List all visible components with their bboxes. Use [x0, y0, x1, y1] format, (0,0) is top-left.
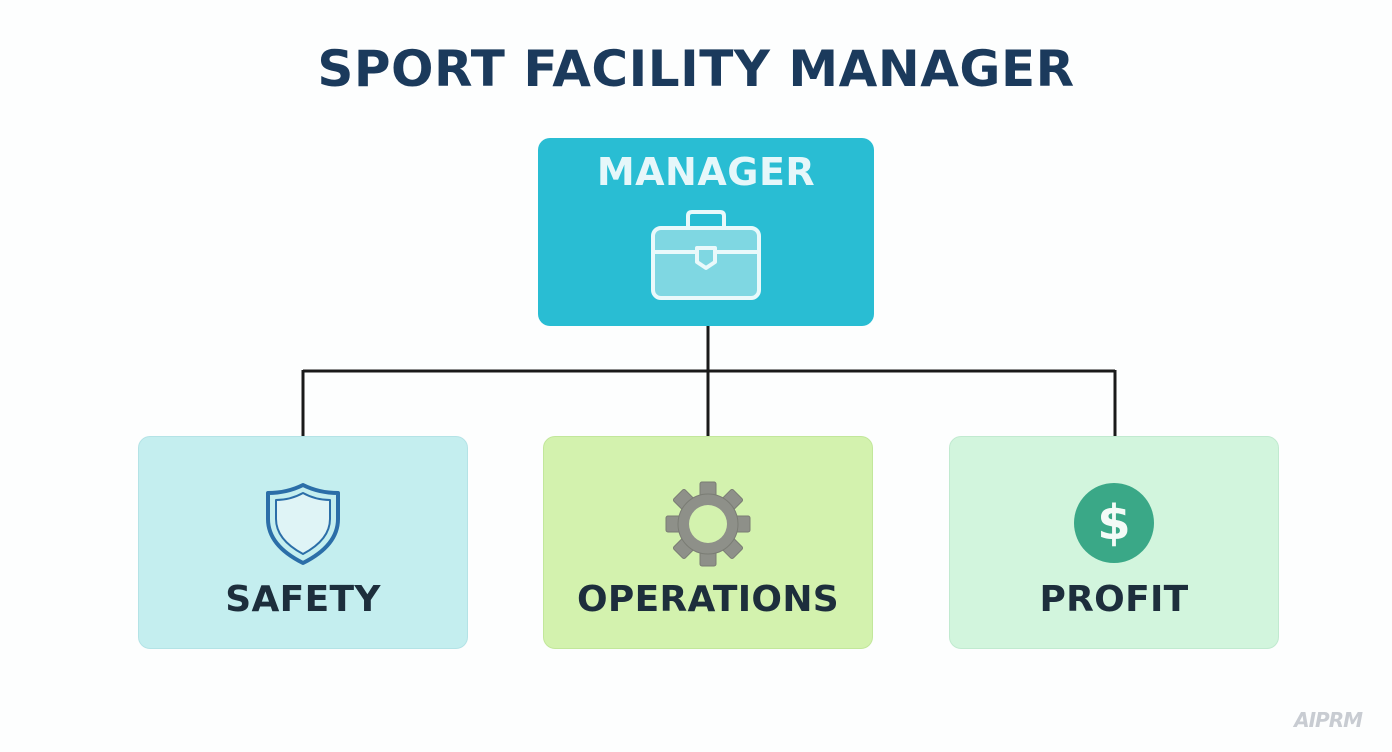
briefcase-icon — [651, 210, 761, 300]
shield-icon — [266, 483, 340, 565]
manager-node-label: MANAGER — [596, 150, 816, 194]
operations-node: OPERATIONS — [543, 436, 873, 649]
profit-node-label: PROFIT — [1039, 579, 1189, 620]
diagram-title: SPORT FACILITY MANAGER — [317, 40, 1075, 98]
operations-node-label: OPERATIONS — [577, 579, 839, 620]
profit-node: $ PROFIT — [949, 436, 1279, 649]
watermark-logo: AIPRM — [1294, 708, 1363, 732]
safety-node: SAFETY — [138, 436, 468, 649]
gear-icon — [665, 481, 751, 567]
safety-node-label: SAFETY — [225, 579, 381, 620]
dollar-icon: $ — [1074, 483, 1154, 563]
manager-node: MANAGER — [538, 138, 874, 326]
svg-text:$: $ — [1097, 495, 1130, 551]
